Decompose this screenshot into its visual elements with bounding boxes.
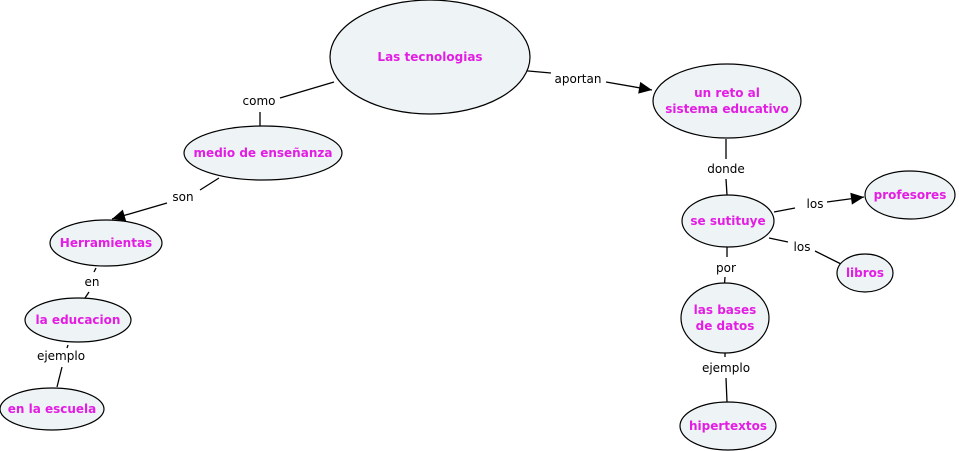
link-tecnologias-medio: como [243, 81, 335, 128]
link-label: los [794, 240, 811, 254]
link-educacion-escuela: ejemplo [37, 344, 85, 388]
link-medio-herramientas: son [111, 177, 220, 222]
node-shape [652, 63, 802, 139]
link-line-segment [93, 267, 97, 273]
link-tecnologias-reto: aportan [516, 69, 653, 94]
link-line-segment [725, 178, 728, 196]
link-label: en [85, 275, 100, 289]
link-herramientas-educacion: en [84, 267, 100, 299]
link-sustituye-profesores: los [773, 192, 865, 213]
concept-node-libros[interactable]: libros [836, 253, 894, 293]
node-shape [329, 0, 531, 115]
node-label: Las tecnologias [377, 50, 482, 64]
concept-node-hipertextos[interactable]: hipertextos [679, 401, 777, 451]
concept-node-medio[interactable]: medio de enseñanza [183, 125, 343, 181]
node-label: sistema educativo [665, 102, 788, 116]
node-shape [681, 194, 775, 248]
arrowhead-icon [638, 81, 652, 94]
node-label: de datos [696, 319, 755, 333]
concept-node-sustituye[interactable]: se sutituye [681, 194, 775, 248]
link-label: por [716, 261, 736, 275]
link-label: donde [707, 162, 745, 176]
node-label: un reto al [694, 86, 760, 100]
link-line-segment [66, 344, 69, 349]
node-label: en la escuela [8, 402, 97, 416]
node-shape [679, 401, 777, 451]
arrowhead-icon [850, 192, 864, 205]
node-shape [836, 253, 894, 293]
link-label: los [807, 197, 824, 211]
node-shape [24, 297, 132, 343]
link-line-segment [773, 207, 796, 213]
link-line-segment [279, 81, 335, 99]
link-line-segment [199, 177, 220, 191]
concept-node-reto[interactable]: un reto al sistema educativo [652, 63, 802, 139]
node-shape [183, 125, 343, 181]
link-line-segment [768, 237, 789, 243]
node-label: la educacion [36, 313, 121, 327]
link-line-segment [56, 366, 63, 388]
node-label: libros [846, 266, 884, 280]
node-label: profesores [874, 188, 947, 202]
link-line-segment [725, 377, 728, 403]
arrowhead-icon [112, 209, 127, 222]
link-line-segment [84, 291, 90, 299]
link-label: ejemplo [37, 349, 85, 363]
node-label: medio de enseñanza [194, 146, 333, 160]
concept-node-profesores[interactable]: profesores [864, 170, 956, 220]
node-shape [49, 219, 163, 267]
link-label: ejemplo [702, 361, 750, 375]
node-shape [680, 282, 770, 354]
node-shape [0, 387, 105, 431]
node-label: Herramientas [60, 236, 152, 250]
concept-node-herramientas[interactable]: Herramientas [49, 219, 163, 267]
link-label: aportan [555, 72, 602, 86]
concept-node-tecnologias[interactable]: Las tecnologias [329, 0, 531, 115]
links-layer: como son en ejemplo aportan donde los los por eje… [37, 69, 865, 403]
node-label: hipertextos [689, 419, 767, 433]
link-reto-sustituye: donde [707, 139, 745, 196]
link-label: son [172, 190, 193, 204]
link-bases-hipertextos: ejemplo [702, 346, 750, 403]
link-label: como [243, 94, 276, 108]
concept-node-escuela[interactable]: en la escuela [0, 387, 105, 431]
node-label: las bases [694, 303, 757, 317]
link-line-segment [814, 250, 844, 266]
node-shape [864, 170, 956, 220]
link-sustituye-libros: los [768, 237, 844, 266]
concept-node-educacion[interactable]: la educacion [24, 297, 132, 343]
concept-node-bases[interactable]: las bases de datos [680, 282, 770, 354]
node-label: se sutituye [690, 214, 765, 228]
